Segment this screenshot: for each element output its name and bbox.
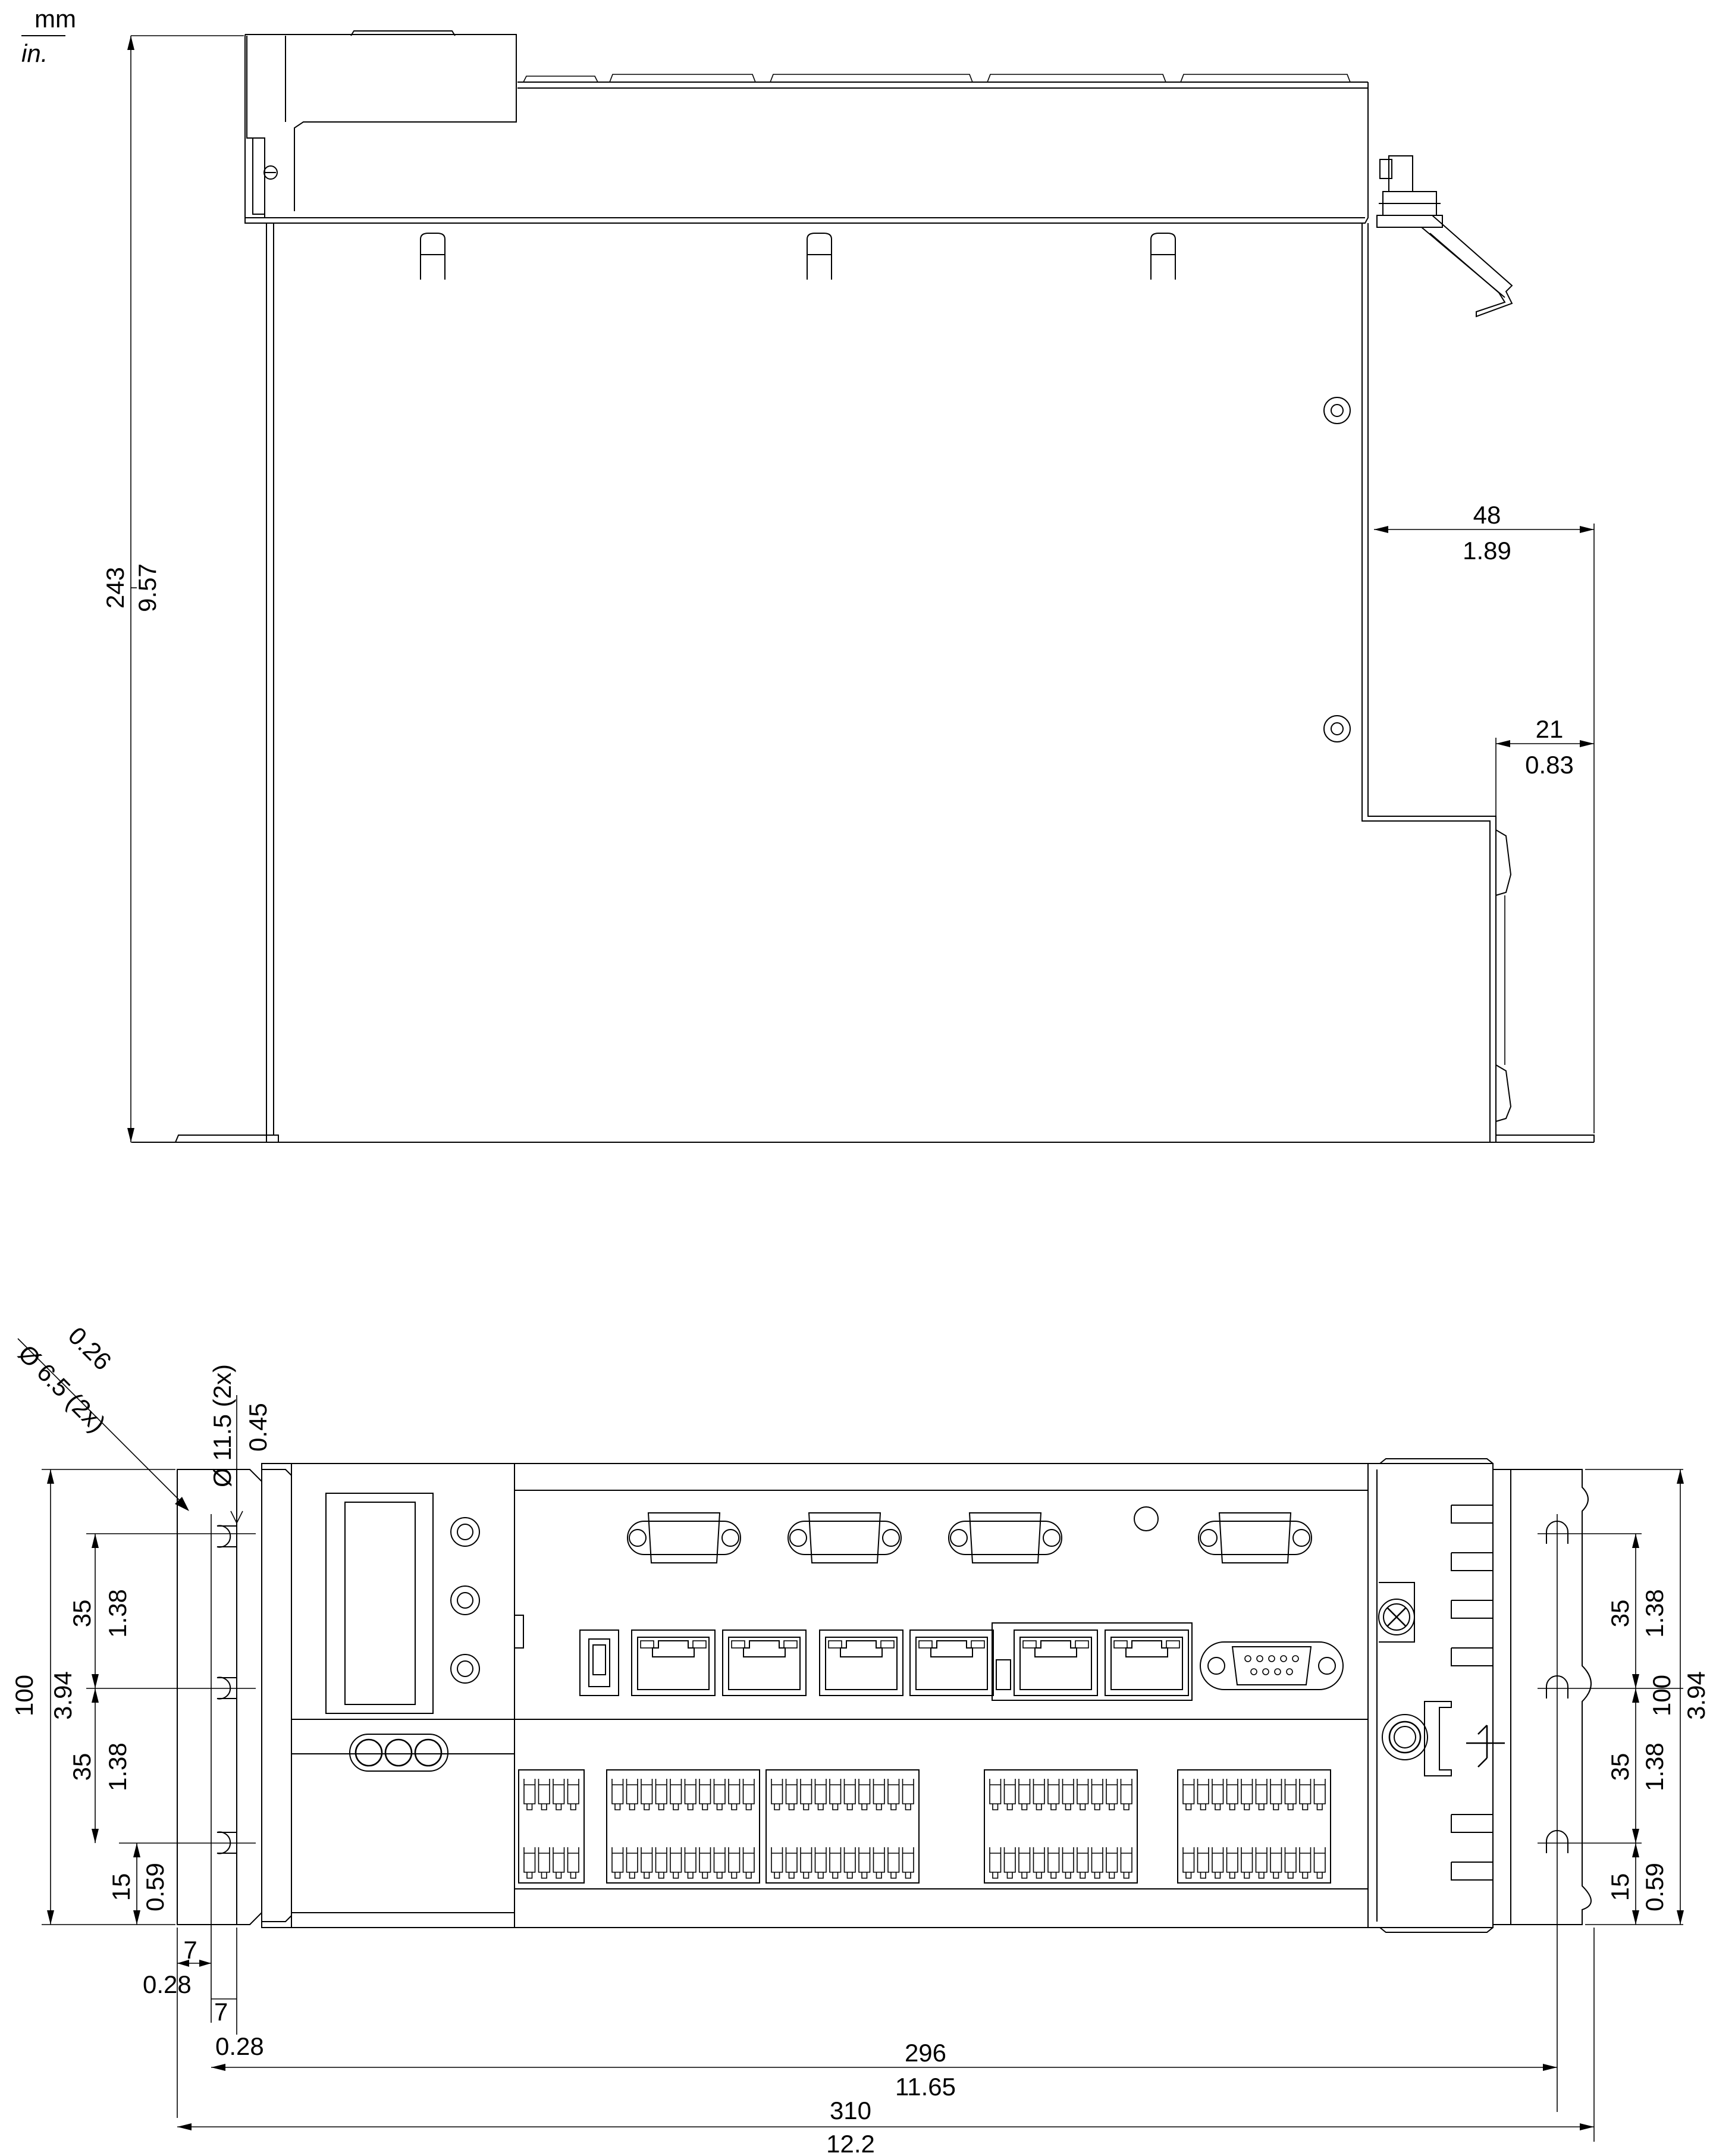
- usb-port: [579, 1629, 619, 1696]
- right-module-slots: [1451, 1505, 1493, 1881]
- dim-edge-a-in: 0.28: [143, 1970, 192, 1998]
- dim-side-height-in: 9.57: [133, 563, 161, 612]
- dim-rear-48-mm: 48: [1473, 501, 1501, 529]
- subd-connectors: [627, 1506, 1312, 1563]
- side-view: 243 9.57 48 1.89 21 0.83: [101, 30, 1595, 1143]
- dim-left-bottom-mm: 15: [107, 1873, 135, 1901]
- ethernet-ports: [631, 1622, 1193, 1701]
- dim-rear-48: 48 1.89: [1374, 501, 1595, 1133]
- dim-right-pitch-lower-mm: 35: [1606, 1753, 1634, 1781]
- callout-hole-slot-in: 0.45: [244, 1403, 272, 1452]
- dim-right-total-in: 3.94: [1682, 1671, 1710, 1720]
- hole-centerlines: [86, 1514, 1683, 2112]
- dim-width-inner: 296 11.65: [211, 2039, 1557, 2101]
- dim-rear-21-in: 0.83: [1525, 751, 1574, 779]
- dim-right-total-mm: 100: [1648, 1675, 1676, 1716]
- unit-legend: mm in.: [21, 5, 76, 67]
- dim-left-total-mm: 100: [10, 1675, 38, 1716]
- dim-left-bottom: 15 0.59: [107, 1843, 169, 1925]
- ground-icon: [1466, 1725, 1505, 1768]
- io-terminal-blocks: [518, 1769, 1331, 1884]
- dim-width-inner-in: 11.65: [895, 2073, 956, 2101]
- dim-width-inner-mm: 296: [905, 2039, 946, 2067]
- dim-edge-b-mm: 7: [214, 1998, 228, 2026]
- dim-right-pitch-lower: 35 1.38: [1606, 1688, 1668, 1843]
- dim-right-bottom-mm: 15: [1606, 1873, 1634, 1901]
- dim-edge-b-in: 0.28: [215, 2032, 264, 2060]
- callout-hole-slot: Ø 11.5 (2x) 0.45: [208, 1364, 272, 1524]
- dim-edge-a-mm: 7: [183, 1936, 197, 1964]
- dim-left-pitch-upper: 35 1.38: [68, 1534, 131, 1688]
- dim-right-bottom-in: 0.59: [1640, 1863, 1668, 1911]
- dim-left-total-in: 3.94: [49, 1671, 77, 1720]
- dim-edge-b: 7 0.28: [211, 1928, 264, 2060]
- dim-left-pitch-lower: 35 1.38: [68, 1688, 131, 1843]
- callout-hole-slot-text: Ø 11.5 (2x): [208, 1364, 236, 1487]
- status-leds: [450, 1517, 480, 1684]
- dim-right-pitch-lower-in: 1.38: [1640, 1743, 1668, 1791]
- dim-left-total: 100 3.94: [10, 1469, 175, 1925]
- dim-right-pitch-upper: 35 1.38: [1606, 1534, 1668, 1688]
- dim-side-height-mm: 243: [101, 567, 129, 609]
- dim-edge-a: 7 0.28: [143, 1928, 211, 2118]
- ground-connector: [1376, 155, 1513, 318]
- left-mount-holes: [217, 1525, 237, 1854]
- dim-rear-21-mm: 21: [1536, 715, 1564, 743]
- dim-left-pitch-lower-mm: 35: [68, 1753, 96, 1781]
- dim-right-bottom: 15 0.59: [1606, 1843, 1668, 1925]
- dim-side-height: 243 9.57: [101, 35, 244, 1143]
- dim-right-pitch-upper-mm: 35: [1606, 1600, 1634, 1628]
- dim-right-total: 100 3.94: [1585, 1469, 1710, 1925]
- ground-screw-icon: [1378, 1582, 1415, 1643]
- unit-in: in.: [21, 39, 48, 67]
- serial-port: [1200, 1641, 1344, 1690]
- dim-right-pitch-upper-in: 1.38: [1640, 1589, 1668, 1638]
- dim-left-pitch-lower-in: 1.38: [103, 1743, 131, 1791]
- dim-left-pitch-upper-mm: 35: [68, 1600, 96, 1628]
- dim-width-total: 310 12.2: [177, 1928, 1595, 2156]
- dim-width-total-in: 12.2: [826, 2130, 875, 2156]
- dim-rear-21: 21 0.83: [1495, 715, 1594, 816]
- dim-left-bottom-in: 0.59: [141, 1863, 169, 1911]
- dim-width-total-mm: 310: [830, 2097, 871, 2124]
- unit-mm: mm: [34, 5, 76, 33]
- dim-left-pitch-upper-in: 1.38: [103, 1589, 131, 1638]
- dim-rear-48-in: 1.89: [1463, 537, 1511, 565]
